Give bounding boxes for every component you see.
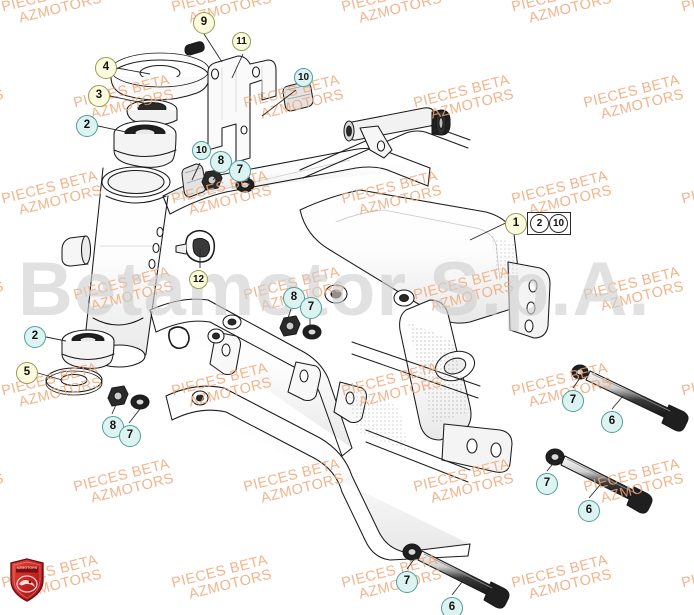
callout-7[interactable]: 7 [562,390,584,412]
callout-7[interactable]: 7 [300,297,322,319]
callout-10[interactable]: 10 [192,141,211,160]
azmotors-shield-logo: AZMOTORS [9,558,45,602]
callout-5[interactable]: 5 [16,362,38,384]
callout-7[interactable]: 7 [229,160,251,182]
callout-6[interactable]: 6 [441,597,463,615]
callout-7[interactable]: 7 [119,425,141,447]
callout-1[interactable]: 1 [505,213,527,235]
callout-4[interactable]: 4 [95,57,117,79]
callout-12[interactable]: 12 [189,270,208,289]
callout-7[interactable]: 7 [536,473,558,495]
callout-group-member-2[interactable]: 2 [530,214,549,233]
callout-7[interactable]: 7 [396,571,418,593]
callout-3[interactable]: 3 [88,85,110,107]
logo-label: AZMOTORS [16,566,38,570]
callout-2[interactable]: 2 [24,326,46,348]
callout-10[interactable]: 10 [294,68,313,87]
callout-6[interactable]: 6 [578,500,600,522]
callout-9[interactable]: 9 [193,12,215,34]
callout-6[interactable]: 6 [601,411,623,433]
callout-2[interactable]: 2 [76,115,98,137]
callout-11[interactable]: 11 [232,32,251,51]
callout-group-member-10[interactable]: 10 [549,214,568,233]
